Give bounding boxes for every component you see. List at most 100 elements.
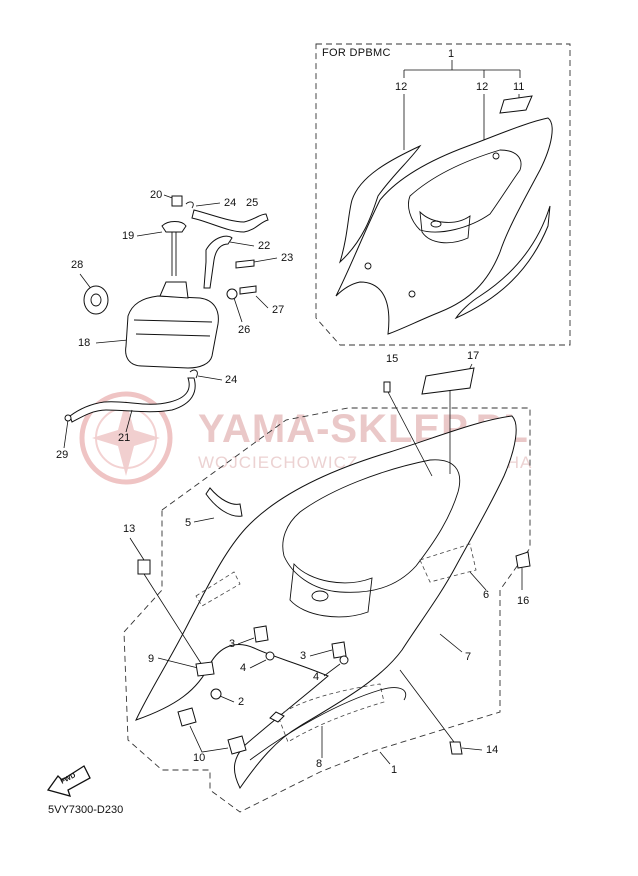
stripe-decal-12-right xyxy=(454,205,551,320)
lead-15 xyxy=(387,391,433,477)
callout-17: 17 xyxy=(467,350,479,362)
seat-opening xyxy=(408,149,522,233)
callout-4-upper: 4 xyxy=(240,662,246,674)
lead-2 xyxy=(219,695,235,703)
callout-13: 13 xyxy=(123,523,135,535)
cowl-screw-left xyxy=(364,262,372,270)
reservoir-group: 20 24 25 19 22 23 28 27 26 18 24 xyxy=(56,189,293,461)
callout-7: 7 xyxy=(465,651,471,663)
nut-13 xyxy=(137,559,151,575)
callout-27: 27 xyxy=(272,304,284,316)
callout-9: 9 xyxy=(148,653,154,665)
seat-cowl-1 xyxy=(135,415,517,789)
lead-4-lower xyxy=(323,663,341,677)
lead-1-bottom xyxy=(379,751,391,765)
callout-3-lower: 3 xyxy=(300,650,306,662)
cowl-mount-hole xyxy=(492,152,500,160)
callout-16: 16 xyxy=(517,595,529,607)
lead-26 xyxy=(233,297,243,323)
lead-13 xyxy=(129,537,205,669)
cowl-side-edge xyxy=(249,687,407,761)
lead-23 xyxy=(253,257,278,263)
washer-2 xyxy=(210,688,222,700)
lead-5 xyxy=(193,517,215,523)
grommet-28 xyxy=(83,285,109,315)
tank-ribs xyxy=(133,319,213,337)
rubber-16 xyxy=(515,551,531,569)
screw-14 xyxy=(449,741,463,755)
callout-2: 2 xyxy=(238,696,244,708)
lead-4-upper xyxy=(249,659,267,669)
lead-22 xyxy=(229,241,255,247)
hose-clip-24-bottom xyxy=(189,369,198,379)
callout-1-top-bracket xyxy=(403,60,521,78)
callout-24-top: 24 xyxy=(224,197,236,209)
breather-hose-25 xyxy=(191,209,269,233)
callout-8: 8 xyxy=(316,758,322,770)
lead-18 xyxy=(95,339,129,344)
hose-21 xyxy=(69,377,196,423)
seat-opening-main xyxy=(282,459,460,593)
lead-14 xyxy=(399,669,483,751)
lead-3-lower xyxy=(309,649,333,657)
callout-18: 18 xyxy=(78,337,90,349)
callout-28: 28 xyxy=(71,259,83,271)
panel-8-outline xyxy=(277,683,385,743)
lamp-lens xyxy=(430,220,442,228)
rubber-10-a xyxy=(177,707,197,727)
lead-10 xyxy=(189,725,229,753)
screw-4-upper xyxy=(265,651,275,661)
bolt-27 xyxy=(239,285,257,295)
callout-24-bottom: 24 xyxy=(225,374,237,386)
variant-header: FOR DPBMC xyxy=(322,47,391,59)
hose-joint-20 xyxy=(171,195,183,207)
callout-10: 10 xyxy=(193,752,205,764)
callout-22: 22 xyxy=(258,240,270,252)
callout-6: 6 xyxy=(483,589,489,601)
reservoir-tank-18 xyxy=(125,295,219,369)
lead-29 xyxy=(63,419,69,449)
callout-5: 5 xyxy=(185,517,191,529)
fwd-arrow-icon xyxy=(46,765,91,797)
inner-dashed-part-2 xyxy=(419,543,477,583)
callout-1-bottom: 1 xyxy=(391,764,397,776)
lead-9 xyxy=(157,657,199,669)
emblem-decal-11 xyxy=(499,95,533,114)
main-dashed-frame xyxy=(123,407,531,813)
callout-25: 25 xyxy=(246,197,258,209)
cowl-tail-lamp xyxy=(419,210,471,244)
grommet-28-hole xyxy=(90,293,102,307)
callout-19: 19 xyxy=(122,230,134,242)
damper-9 xyxy=(195,661,215,677)
clip-8 xyxy=(269,711,285,723)
callout-26: 26 xyxy=(238,324,250,336)
callout-1-top: 1 xyxy=(448,48,454,60)
callout-21: 21 xyxy=(118,432,130,444)
seat-cowl-dpbmc xyxy=(335,117,553,335)
decal-17 xyxy=(421,367,475,395)
diagram-code: 5VY7300-D230 xyxy=(48,804,123,816)
cowl-screw-bottom xyxy=(408,290,416,298)
callout-29: 29 xyxy=(56,449,68,461)
tail-lamp-lens xyxy=(311,590,329,602)
filler-cap-19 xyxy=(161,221,187,233)
callout-12-right: 12 xyxy=(476,81,488,93)
callout-4-lower: 4 xyxy=(313,671,319,683)
callout-12-left: 12 xyxy=(395,81,407,93)
lead-21 xyxy=(125,409,133,433)
bolt-23 xyxy=(235,259,255,269)
screw-4-lower xyxy=(339,655,349,665)
fwd-indicator: FWD xyxy=(46,765,91,797)
washer-26 xyxy=(226,288,238,300)
lead-24-top xyxy=(195,202,221,207)
dpbmc-dashed-frame xyxy=(315,43,571,346)
lead-24-bottom xyxy=(197,375,223,381)
lead-27 xyxy=(255,295,269,309)
nut-3-upper xyxy=(253,625,269,643)
tank-neck xyxy=(159,281,189,299)
rubber-10-b xyxy=(227,735,247,755)
lead-6 xyxy=(469,571,487,591)
callout-14: 14 xyxy=(486,744,498,756)
cap-dipstick xyxy=(171,232,177,276)
inner-dashed-part xyxy=(195,571,241,607)
